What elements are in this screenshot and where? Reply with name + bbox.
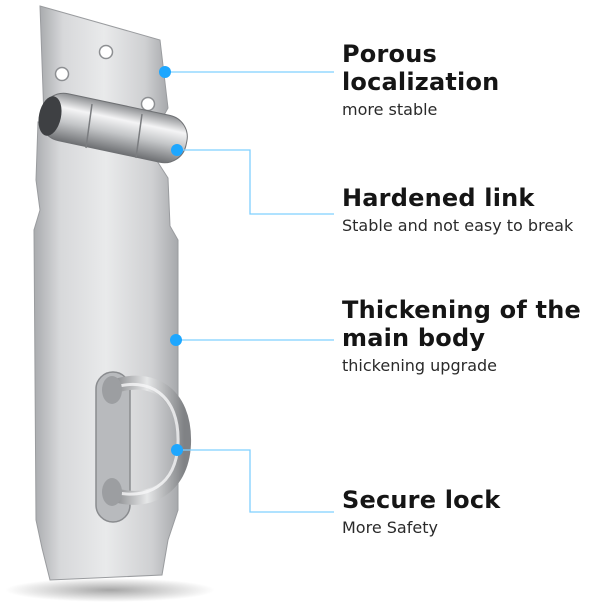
staple-ring <box>103 375 192 505</box>
callout-dot-icon <box>159 66 171 78</box>
floor-shadow <box>5 578 215 602</box>
staple-base <box>102 478 122 506</box>
feature-title: Porous localization <box>342 40 500 96</box>
feature-title: Hardened link <box>342 184 535 212</box>
feature-hardened-link: Hardened link Stable and not easy to bre… <box>342 184 592 236</box>
hinge-end-cap <box>38 96 62 136</box>
feature-thickening-main-body: Thickening of the main body thickening u… <box>342 296 592 376</box>
callout-dot-icon <box>171 144 183 156</box>
main-body-plate <box>33 121 179 581</box>
feature-porous-localization: Porous localization more stable <box>342 40 592 120</box>
feature-secure-lock: Secure lock More Safety <box>342 486 592 538</box>
staple-ring-highlight <box>110 383 180 496</box>
staple-base <box>102 376 122 404</box>
feature-subtitle: thickening upgrade <box>342 356 497 375</box>
callout-line-hardened <box>177 149 334 215</box>
screw-hole-icon <box>98 44 114 60</box>
callout-dot-icon <box>171 444 183 456</box>
hinge-joint <box>135 113 143 159</box>
feature-title: Secure lock <box>342 486 501 514</box>
hinge-joint <box>85 103 93 149</box>
screw-hole-icon <box>140 96 156 112</box>
callout-dot-icon <box>170 334 182 346</box>
feature-subtitle: more stable <box>342 100 438 119</box>
callout-line-secure <box>177 449 334 513</box>
feature-subtitle: Stable and not easy to break <box>342 216 574 235</box>
feature-title: Thickening of the main body <box>342 296 581 352</box>
screw-hole-icon <box>54 66 70 82</box>
feature-subtitle: More Safety <box>342 518 438 537</box>
